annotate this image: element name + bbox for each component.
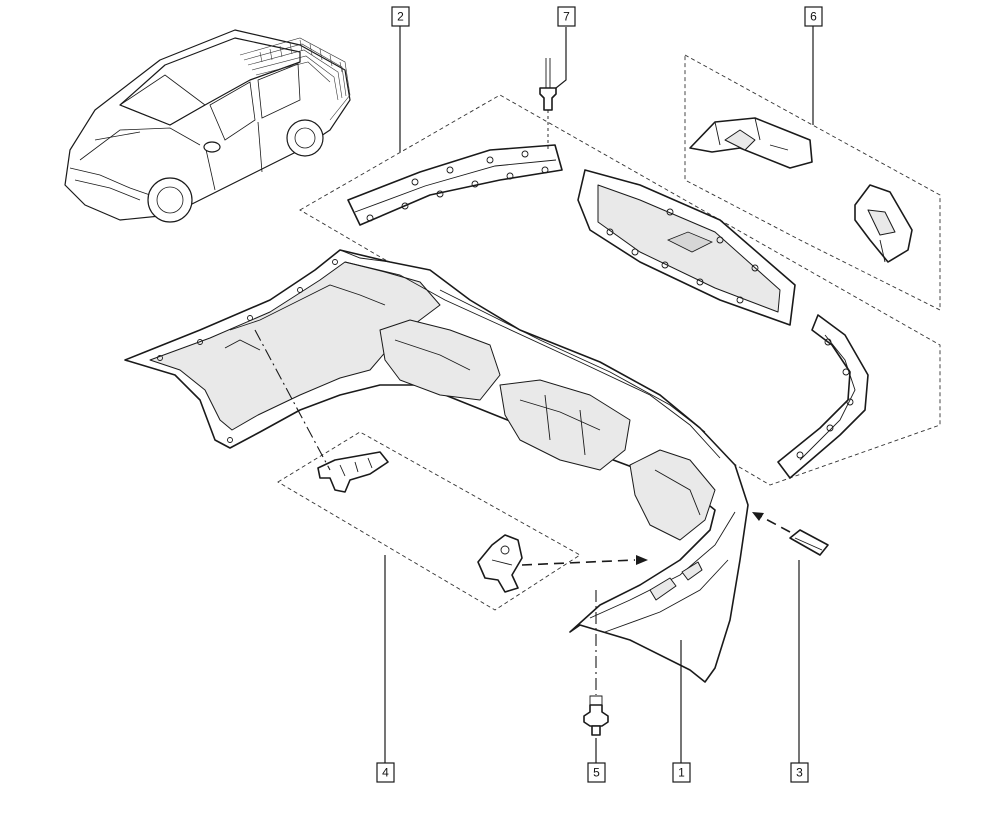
group-outline-4 [277,431,581,611]
part-bracket-upper [689,117,813,169]
callout-6: 6 [804,6,823,27]
part-bolt [583,695,609,736]
part-bracket-lower [854,184,913,263]
callout-7: 7 [557,6,576,27]
group-outline-6 [684,54,941,311]
callout-3-label: 3 [796,766,803,780]
callout-5-label: 5 [593,766,600,780]
part-center-trim-panel [577,169,796,326]
part-upper-trim-strip [347,144,563,226]
part-rivet [539,58,557,150]
part-rear-bumper-shell [124,249,749,683]
callout-4: 4 [376,762,395,783]
callout-2-label: 2 [397,10,404,24]
callout-1-label: 1 [678,766,685,780]
part-mounting-bracket-center [477,534,523,593]
part-right-side-trim-strip [777,314,869,479]
callout-4-label: 4 [382,766,389,780]
part-reflector-insert [789,529,829,556]
assembly-direction-lines [254,329,791,695]
callout-2: 2 [391,6,410,27]
part-mounting-bracket-left [317,451,389,493]
callout-7-label: 7 [563,10,570,24]
callout-1: 1 [672,762,691,783]
callout-5: 5 [587,762,606,783]
highlighted-rear-bumper-icon [239,37,351,121]
callout-3: 3 [790,762,809,783]
callout-leaders [384,26,814,764]
vehicle-reference-icon [64,29,351,223]
callout-6-label: 6 [810,10,817,24]
